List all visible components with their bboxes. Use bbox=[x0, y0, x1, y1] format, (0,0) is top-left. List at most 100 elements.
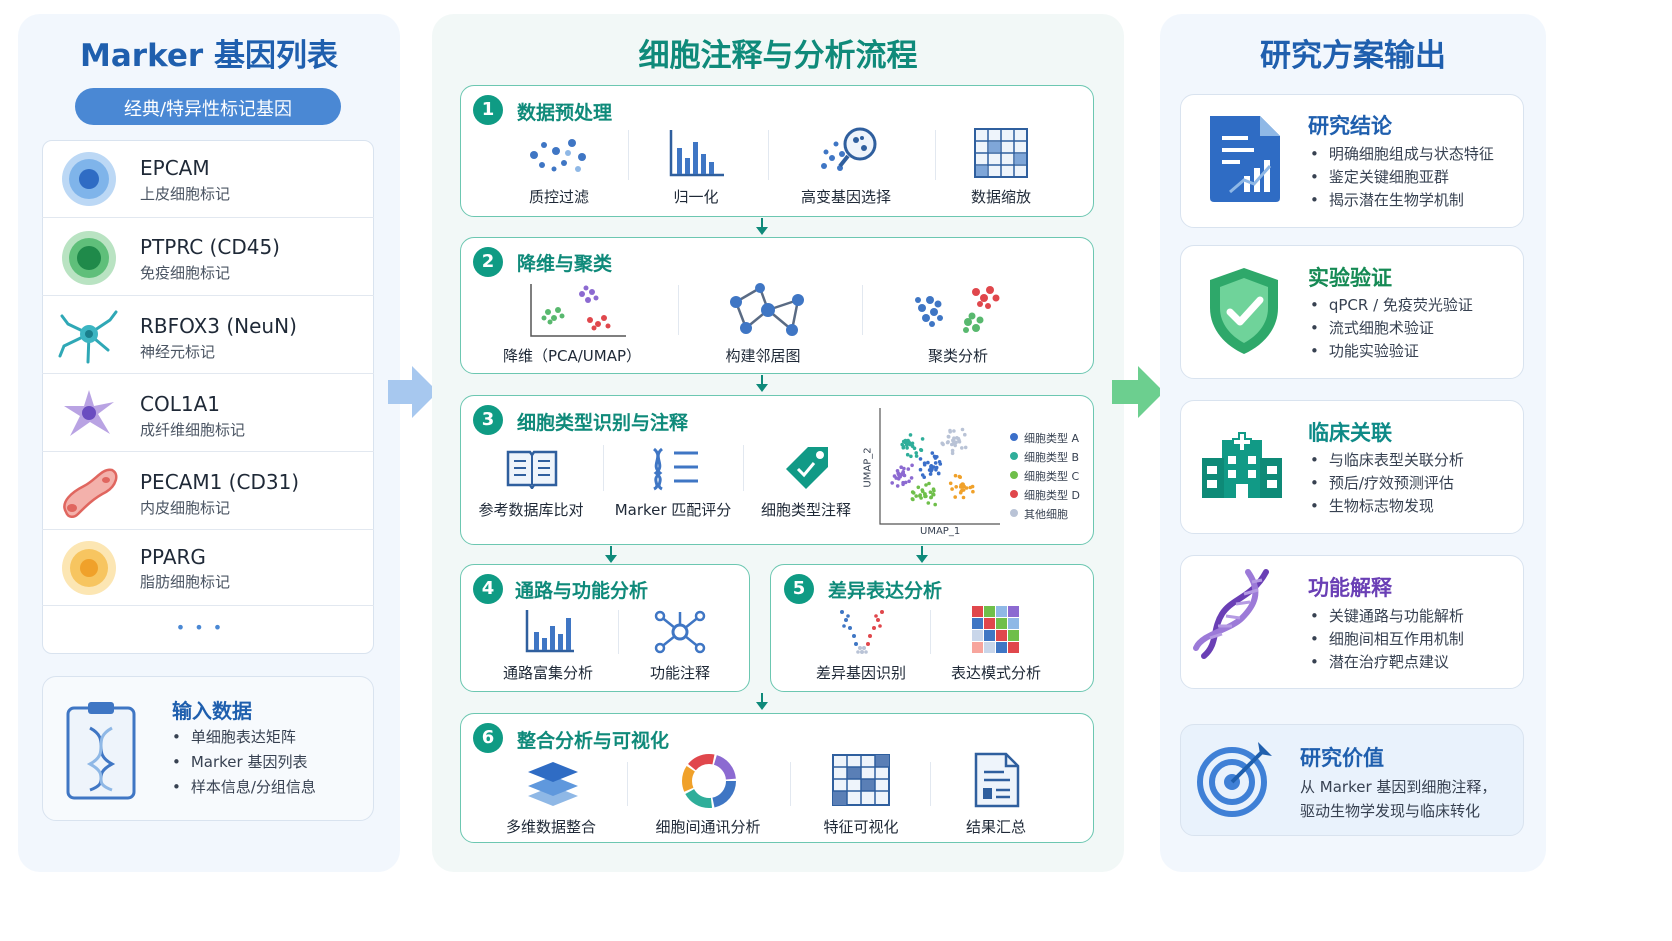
umap-point bbox=[910, 490, 915, 494]
step-6-item: 结果汇总 bbox=[965, 818, 1027, 836]
legend-label: 细胞类型 A bbox=[1024, 432, 1080, 445]
gene-name: COL1A1 bbox=[140, 392, 220, 416]
umap-point bbox=[922, 462, 927, 467]
umap-point bbox=[892, 474, 897, 478]
validation-item: 流式细胞术验证 bbox=[1310, 317, 1473, 340]
divider bbox=[618, 610, 619, 654]
heatmap-cell bbox=[984, 642, 995, 653]
umap-point bbox=[951, 438, 956, 442]
step-1-number: 1 bbox=[473, 95, 503, 125]
umap-point bbox=[901, 445, 906, 450]
validation-list: qPCR / 免疫荧光验证 流式细胞术验证 功能实验验证 bbox=[1310, 294, 1473, 363]
legend-swatch bbox=[1010, 471, 1018, 479]
umap-point bbox=[922, 475, 926, 479]
heatmap-cell bbox=[1008, 642, 1019, 653]
hvg-selection-icon bbox=[821, 127, 877, 171]
gene-row bbox=[42, 452, 374, 530]
umap-point bbox=[931, 487, 936, 491]
down-arrow-icon bbox=[756, 375, 768, 392]
umap-point bbox=[902, 466, 906, 471]
conclusion-item: 明确细胞组成与状态特征 bbox=[1310, 143, 1494, 166]
annotation-tag-icon bbox=[786, 447, 828, 489]
down-arrow-icon bbox=[756, 218, 768, 235]
umap-point bbox=[961, 484, 965, 489]
conclusion-item: 揭示潜在生物学机制 bbox=[1310, 189, 1494, 212]
umap-point bbox=[914, 451, 918, 455]
step-3-item: 参考数据库比对 bbox=[478, 501, 584, 519]
neighbor-graph-icon bbox=[730, 283, 804, 336]
umap-point bbox=[910, 497, 915, 501]
umap-point bbox=[927, 481, 931, 486]
clipboard-dna-icon bbox=[66, 702, 136, 800]
gene-desc: 内皮细胞标记 bbox=[140, 499, 231, 517]
target-icon bbox=[1197, 742, 1272, 817]
umap-point bbox=[899, 465, 903, 469]
umap-point bbox=[953, 443, 957, 448]
umap-point bbox=[933, 456, 938, 460]
divider bbox=[930, 762, 931, 806]
umap-point bbox=[961, 488, 966, 492]
step-3-title: 细胞类型识别与注释 bbox=[517, 412, 689, 434]
step-2-item: 构建邻居图 bbox=[725, 347, 801, 365]
shield-check-icon bbox=[1210, 268, 1278, 354]
input-data-item: Marker 基因列表 bbox=[172, 750, 316, 775]
umap-point bbox=[948, 428, 952, 433]
gene-name: RBFOX3 (NeuN) bbox=[140, 314, 297, 338]
step-5-item: 差异基因识别 bbox=[815, 664, 907, 682]
step-1-item: 质控过滤 bbox=[528, 188, 590, 206]
umap-point bbox=[905, 446, 909, 450]
umap-point bbox=[890, 481, 894, 485]
fibroblast-icon bbox=[64, 390, 114, 436]
divider bbox=[627, 762, 628, 806]
umap-point bbox=[954, 485, 958, 489]
function-title: 功能解释 bbox=[1308, 576, 1392, 600]
clinical-item: 与临床表型关联分析 bbox=[1310, 449, 1464, 472]
umap-point bbox=[933, 461, 938, 465]
heatmap-cell bbox=[1008, 630, 1019, 641]
umap-point bbox=[907, 479, 911, 484]
gene-desc: 成纤维细胞标记 bbox=[140, 421, 246, 439]
gene-desc: 免疫细胞标记 bbox=[140, 264, 231, 282]
umap-point bbox=[933, 502, 937, 507]
umap-point bbox=[931, 492, 935, 496]
clinical-item: 预后/疗效预测评估 bbox=[1310, 472, 1464, 495]
research-value-title: 研究价值 bbox=[1300, 746, 1384, 770]
gene-name: PPARG bbox=[140, 545, 206, 569]
step-2-item: 降维（PCA/UMAP） bbox=[502, 347, 642, 365]
step-5-number: 5 bbox=[784, 574, 814, 604]
umap-point bbox=[948, 481, 953, 486]
umap-point bbox=[912, 446, 917, 451]
data-layers-icon bbox=[528, 762, 578, 806]
umap-point bbox=[953, 495, 957, 499]
gene-row bbox=[42, 218, 374, 296]
umap-point bbox=[950, 487, 954, 491]
umap-point bbox=[968, 485, 973, 490]
umap-point bbox=[918, 494, 922, 498]
step-4-item: 功能注释 bbox=[649, 664, 711, 682]
step-5-title: 差异表达分析 bbox=[828, 580, 943, 602]
left-title: Marker 基因列表 bbox=[80, 38, 338, 74]
umap-point bbox=[906, 467, 911, 471]
divider bbox=[935, 130, 936, 180]
legend-label: 细胞类型 D bbox=[1024, 489, 1080, 502]
umap-point bbox=[957, 438, 961, 442]
validation-item: 功能实验验证 bbox=[1310, 340, 1473, 363]
umap-xlabel: UMAP_1 bbox=[920, 526, 961, 537]
gene-name: EPCAM bbox=[140, 156, 210, 180]
conclusion-list: 明确细胞组成与状态特征 鉴定关键细胞亚群 揭示潜在生物学机制 bbox=[1310, 143, 1494, 212]
immune-cell-icon bbox=[62, 231, 116, 285]
gene-desc: 脂肪细胞标记 bbox=[140, 573, 231, 591]
umap-point bbox=[916, 485, 921, 490]
flow-arrow-icon bbox=[1112, 366, 1164, 418]
umap-point bbox=[898, 474, 902, 479]
clinical-list: 与临床表型关联分析 预后/疗效预测评估 生物标志物发现 bbox=[1310, 449, 1464, 518]
heatmap-cell bbox=[984, 606, 995, 617]
umap-point bbox=[905, 442, 909, 447]
umap-point bbox=[930, 467, 934, 472]
heatmap-cell bbox=[996, 642, 1007, 653]
umap-point bbox=[964, 486, 969, 490]
umap-point bbox=[946, 440, 950, 444]
legend-label: 其他细胞 bbox=[1024, 508, 1068, 521]
umap-point bbox=[896, 471, 900, 475]
heatmap-cell bbox=[972, 606, 983, 617]
